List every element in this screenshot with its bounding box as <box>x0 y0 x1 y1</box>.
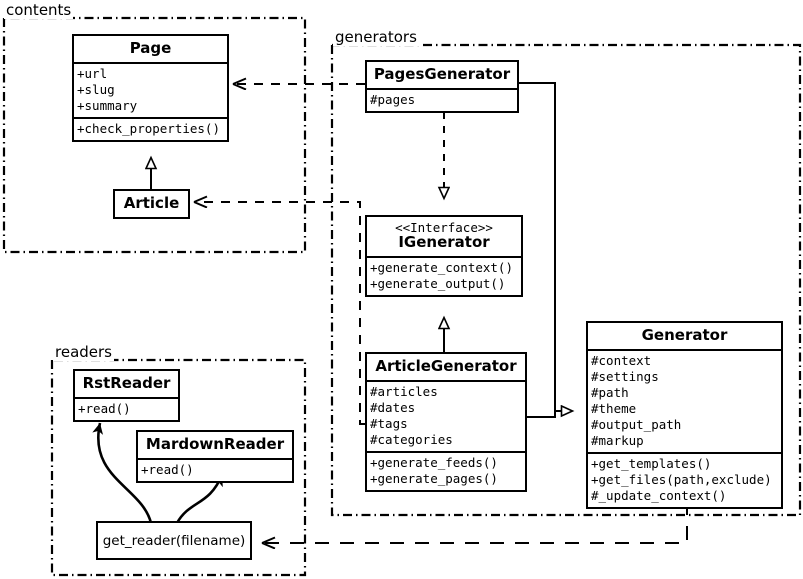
class-title-rstreader: RstReader <box>82 374 171 392</box>
operation: +check_properties() <box>77 121 220 136</box>
attribute: #categories <box>370 432 453 447</box>
class-box-article[interactable]: Article <box>113 189 190 219</box>
attribute: #context <box>591 353 652 368</box>
class-title-article: Article <box>123 194 180 212</box>
attribute: #pages <box>370 92 416 107</box>
attribute: #output_path <box>591 417 682 432</box>
relationship-articlegenerator-depends-article <box>194 202 365 425</box>
attribute: +summary <box>77 98 138 113</box>
class-operations-igenerator: +generate_context() +generate_output() <box>367 256 521 295</box>
class-title-page: Page <box>129 39 172 57</box>
class-operations-page: +check_properties() <box>74 117 227 140</box>
operation: +generate_output() <box>370 276 506 292</box>
class-title-igenerator: IGenerator <box>398 233 490 252</box>
class-box-generator[interactable]: Generator #context #settings #path #them… <box>586 321 783 509</box>
class-attributes-articlegenerator: #articles #dates #tags #categories <box>367 380 525 451</box>
attribute: +url <box>77 66 108 81</box>
class-box-igenerator[interactable]: <<Interface>> IGenerator +generate_conte… <box>365 215 523 298</box>
attribute: #tags <box>370 416 408 431</box>
operation: #_update_context() <box>591 488 727 503</box>
class-attributes-pagesgenerator: #pages <box>367 88 517 111</box>
package-label-contents: contents <box>4 1 74 19</box>
class-box-mardownreader[interactable]: MardownReader +read() <box>136 430 294 483</box>
operation: +get_templates() <box>591 456 712 471</box>
class-operations-generator: +get_templates() +get_files(path,exclude… <box>588 452 781 507</box>
operation: +generate_context() <box>370 260 513 276</box>
class-box-articlegenerator[interactable]: ArticleGenerator #articles #dates #tags … <box>365 352 527 492</box>
operation: +get_files(path,exclude) <box>591 472 772 487</box>
class-title-mardownreader: MardownReader <box>145 435 285 453</box>
class-title-generator: Generator <box>641 326 728 344</box>
relationship-articlegenerator-generalizes-generator <box>527 411 556 418</box>
attribute: #theme <box>591 401 637 416</box>
operation: +read() <box>141 462 194 477</box>
attribute: #path <box>591 385 629 400</box>
function-label-get-reader: get_reader(filename) <box>102 532 246 549</box>
class-box-page[interactable]: Page +url +slug +summary +check_properti… <box>72 34 229 142</box>
class-title-pagesgenerator: PagesGenerator <box>373 65 511 83</box>
attribute: #settings <box>591 369 659 384</box>
class-attributes-page: +url +slug +summary <box>74 62 227 117</box>
operation: +generate_pages() <box>370 471 498 486</box>
attribute: #markup <box>591 433 644 448</box>
package-label-generators: generators <box>333 28 419 46</box>
operation: +read() <box>78 401 131 416</box>
class-box-rstreader[interactable]: RstReader +read() <box>73 369 180 422</box>
function-box-get-reader[interactable]: get_reader(filename) <box>96 521 252 560</box>
class-box-pagesgenerator[interactable]: PagesGenerator #pages <box>365 60 519 113</box>
class-attributes-generator: #context #settings #path #theme #output_… <box>588 349 781 452</box>
attribute: #articles <box>370 384 438 399</box>
operation: +generate_feeds() <box>370 455 498 470</box>
class-operations-articlegenerator: +generate_feeds() +generate_pages() <box>367 451 525 490</box>
attribute: #dates <box>370 400 416 415</box>
class-operations-rstreader: +read() <box>75 397 178 420</box>
attribute: +slug <box>77 82 115 97</box>
package-label-readers: readers <box>53 343 114 361</box>
class-operations-mardownreader: +read() <box>138 458 292 481</box>
class-title-articlegenerator: ArticleGenerator <box>375 357 517 375</box>
